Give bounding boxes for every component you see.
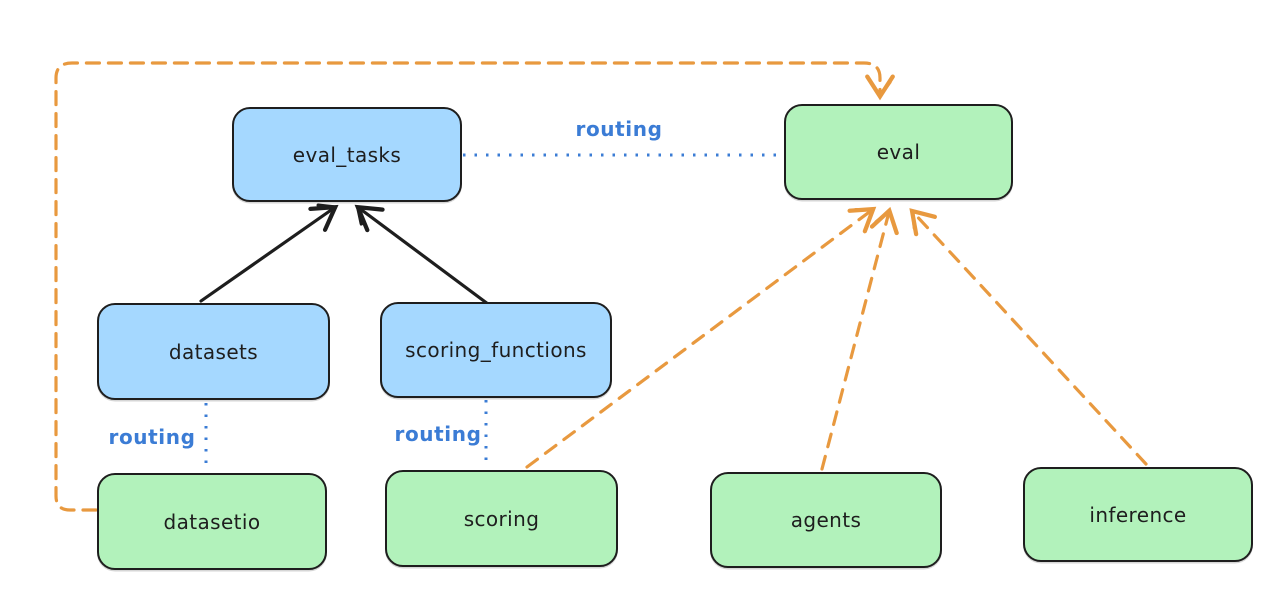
- node-datasetio: datasetio: [97, 473, 327, 570]
- node-datasets-label: datasets: [168, 339, 259, 364]
- edge-datasets-to-eval-tasks: [199, 203, 339, 303]
- edge-datasetio-to-eval: [54, 61, 895, 512]
- edge-inference-to-eval: [909, 208, 1148, 466]
- node-inference-label: inference: [1089, 502, 1187, 527]
- routing-label-datasets-to-datasetio: routing: [108, 425, 196, 449]
- node-datasetio-label: datasetio: [163, 509, 261, 534]
- node-eval-tasks-label: eval_tasks: [292, 142, 402, 167]
- edge-agents-to-eval: [820, 206, 899, 471]
- node-agents: agents: [710, 472, 942, 568]
- node-eval-label: eval: [876, 140, 921, 164]
- node-scoring-label: scoring: [463, 506, 540, 531]
- edge-scoring-functions-to-eval-tasks: [354, 204, 490, 306]
- node-agents-label: agents: [790, 508, 862, 532]
- node-scoring-functions: scoring_functions: [380, 302, 612, 398]
- node-eval: eval: [784, 104, 1013, 200]
- edge-scoring-to-eval: [525, 206, 877, 469]
- node-inference: inference: [1023, 467, 1253, 562]
- node-datasets: datasets: [97, 303, 330, 400]
- node-eval-tasks: eval_tasks: [232, 107, 462, 202]
- routing-label-scoring-functions-to-scoring: routing: [394, 422, 482, 446]
- routing-label-eval-tasks-to-eval: routing: [575, 117, 663, 141]
- node-scoring: scoring: [385, 470, 618, 567]
- node-scoring-functions-label: scoring_functions: [405, 338, 587, 362]
